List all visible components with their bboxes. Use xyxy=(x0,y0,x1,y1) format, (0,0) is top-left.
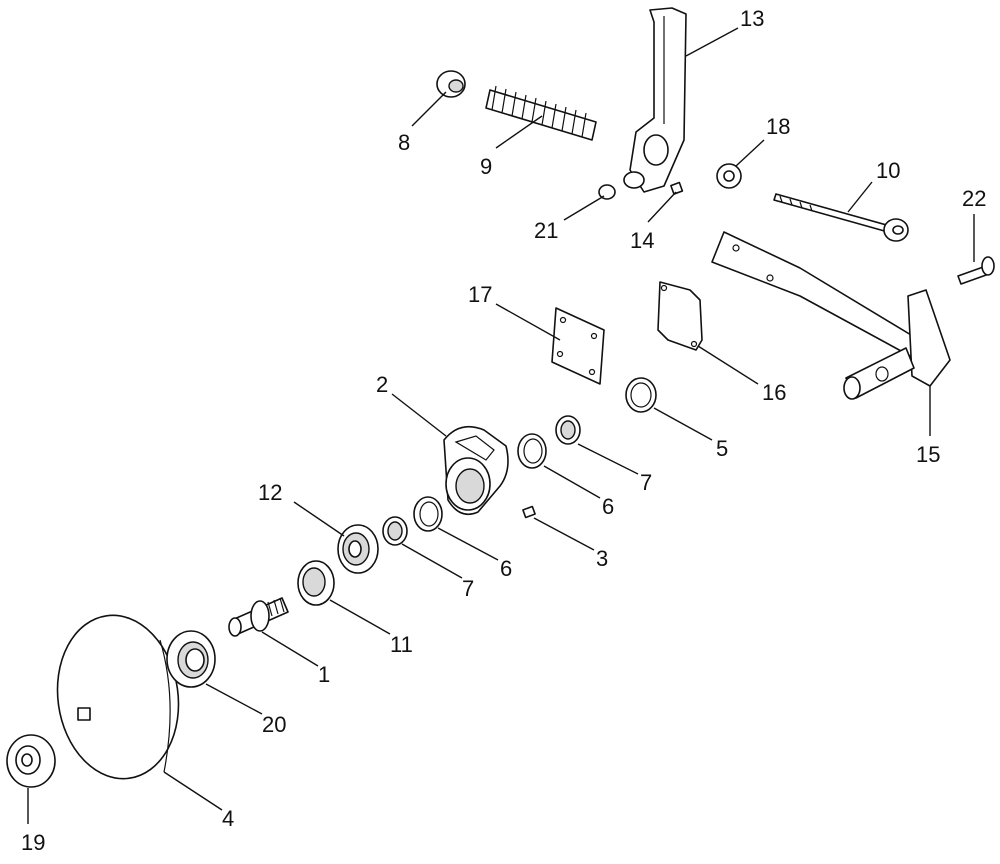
callout-17: 17 xyxy=(468,282,492,307)
leader-11 xyxy=(329,599,391,635)
part-10-eyebolt xyxy=(773,193,909,242)
part-3-fitting xyxy=(522,505,536,519)
leader-10 xyxy=(847,181,873,213)
part-17-plate xyxy=(551,307,605,385)
callout-6-upper: 6 xyxy=(602,494,614,519)
leader-16 xyxy=(697,345,759,385)
callout-8: 8 xyxy=(398,130,410,155)
callout-4: 4 xyxy=(222,806,234,831)
callout-7-upper: 7 xyxy=(640,470,652,495)
callouts: 19 4 20 1 11 12 7 6 3 2 6 7 5 17 16 15 2… xyxy=(21,6,986,855)
leader-6a xyxy=(437,527,499,561)
part-1-spindle xyxy=(228,597,289,637)
part-7-cone-upper xyxy=(555,415,581,445)
leader-7b xyxy=(577,443,639,475)
leader-2 xyxy=(391,393,447,437)
callout-12: 12 xyxy=(258,480,282,505)
leader-lines xyxy=(27,27,975,824)
callout-14: 14 xyxy=(630,228,654,253)
part-14-setscrew xyxy=(670,181,684,195)
leader-12 xyxy=(293,501,345,537)
part-11-seal xyxy=(297,560,335,606)
part-16-gasket xyxy=(657,281,703,351)
leader-8 xyxy=(411,91,447,127)
callout-11: 11 xyxy=(390,632,413,657)
part-22-bolt xyxy=(957,256,995,285)
callout-15: 15 xyxy=(916,442,940,467)
leader-7a xyxy=(401,543,463,579)
callout-3: 3 xyxy=(596,546,608,571)
leader-13 xyxy=(685,27,739,57)
part-21-bushing xyxy=(598,184,616,200)
leader-1 xyxy=(261,631,319,667)
part-13-lever xyxy=(623,7,687,193)
part-12-bearing xyxy=(337,524,379,574)
leader-4 xyxy=(163,771,223,811)
callout-22: 22 xyxy=(962,186,986,211)
part-6-cup-upper xyxy=(517,433,547,469)
callout-5: 5 xyxy=(716,436,728,461)
part-18-washer xyxy=(716,163,742,189)
callout-13: 13 xyxy=(740,6,764,31)
part-7-cone-lower xyxy=(382,516,408,546)
part-4-disc xyxy=(56,614,180,780)
callout-10: 10 xyxy=(876,158,900,183)
leader-6b xyxy=(543,465,601,499)
callout-9: 9 xyxy=(480,154,492,179)
leader-5 xyxy=(653,407,713,441)
leader-20 xyxy=(205,683,263,715)
leader-21 xyxy=(563,195,605,221)
part-20-hub xyxy=(166,630,216,688)
callout-20: 20 xyxy=(262,712,286,737)
callout-1: 1 xyxy=(318,662,330,687)
callout-18: 18 xyxy=(766,114,790,139)
part-8-cap xyxy=(436,70,466,98)
leader-18 xyxy=(735,139,765,167)
part-2-housing xyxy=(443,425,509,516)
part-9-spring xyxy=(485,85,597,141)
leader-9 xyxy=(495,115,543,149)
callout-16: 16 xyxy=(762,380,786,405)
part-19-cap xyxy=(6,734,56,788)
leader-17 xyxy=(495,303,561,341)
callout-7-lower: 7 xyxy=(462,576,474,601)
leader-3 xyxy=(533,517,595,551)
callout-19: 19 xyxy=(21,830,45,855)
part-5-cap xyxy=(625,377,657,413)
part-6-cup-lower xyxy=(413,496,443,532)
callout-21: 21 xyxy=(534,218,558,243)
callout-6-lower: 6 xyxy=(500,556,512,581)
part-15-arm xyxy=(711,231,951,400)
leader-14 xyxy=(647,191,677,223)
callout-2: 2 xyxy=(376,372,388,397)
